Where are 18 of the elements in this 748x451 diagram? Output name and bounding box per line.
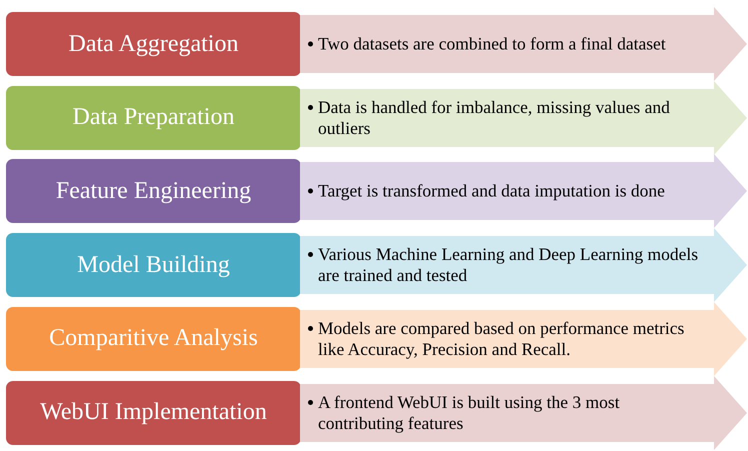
stage-title: Feature Engineering — [56, 178, 252, 205]
step-description: Various Machine Learning and Deep Learning models are trained and tested — [318, 244, 698, 286]
stage-title: Comparitive Analysis — [49, 325, 258, 352]
stage-title: Model Building — [77, 252, 230, 279]
stage-box — [6, 12, 301, 76]
stage-box — [6, 86, 301, 150]
stage-box — [6, 380, 301, 444]
stage-title: Data Aggregation — [68, 30, 238, 58]
stage-box — [6, 306, 301, 371]
step-description: Data is handled for imbalance, missing values and outliers — [318, 96, 670, 138]
step-description: Models are compared based on performance metrics like Accuracy, Precision and Recall. — [318, 318, 684, 359]
stage-title: WebUI Implementation — [40, 399, 267, 426]
step-description: Target is transformed and data imputation is done — [318, 180, 665, 201]
stage-box — [6, 159, 301, 224]
stage-title: Data Preparation — [72, 104, 234, 132]
step-description: Two datasets are combined to form a final dataset — [318, 34, 666, 54]
stage-box — [6, 233, 301, 298]
step-description: A frontend WebUI is built using the 3 most contributing features — [318, 392, 620, 432]
